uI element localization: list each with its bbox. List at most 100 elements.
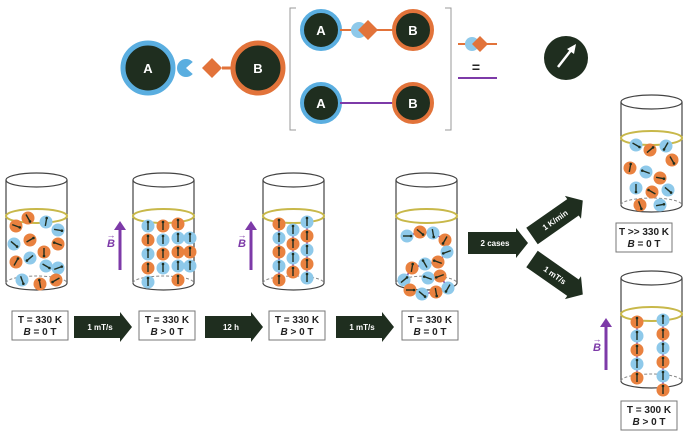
small-particle (9, 255, 23, 269)
caption-temperature: T = 300 K (627, 405, 672, 416)
process-arrow: 1 mT/s (336, 312, 394, 342)
small-particle (405, 261, 419, 275)
field-vector-marker: → (107, 230, 116, 240)
small-particle (630, 357, 644, 371)
small-particle (183, 245, 197, 259)
small-particle (9, 219, 23, 233)
beakers (5, 94, 683, 397)
bond-b-label: B (408, 96, 417, 111)
beaker (395, 172, 458, 301)
small-particle (183, 259, 197, 273)
small-particle (171, 231, 185, 245)
caption-field: B > 0 T (632, 417, 665, 428)
small-particle (300, 215, 314, 229)
small-particle (431, 255, 445, 269)
bound-pair-bond: A B (300, 82, 434, 124)
small-particle (23, 233, 37, 247)
small-particle (286, 237, 300, 251)
small-particle (272, 217, 286, 231)
small-particle (656, 355, 670, 369)
small-particle (286, 251, 300, 265)
small-particle (300, 257, 314, 271)
arrow-label: 2 cases (481, 239, 510, 248)
beaker-caption: T = 330 KB = 0 T (401, 310, 459, 341)
caption-field: B = 0 T (413, 327, 446, 338)
small-particle (300, 271, 314, 285)
receptor-notch (186, 60, 195, 76)
small-particle (39, 259, 53, 273)
field-arrow: →B (593, 318, 612, 370)
legend: A B A B A (120, 7, 588, 131)
beaker (262, 172, 325, 291)
caption-field: B > 0 T (150, 327, 183, 338)
small-particle (272, 231, 286, 245)
small-particle (156, 247, 170, 261)
small-particle (653, 198, 667, 212)
field-label: B (238, 238, 246, 250)
small-particle (645, 185, 659, 199)
small-particle (300, 243, 314, 257)
small-particle (629, 181, 643, 195)
beaker-caption: T = 330 KB > 0 T (268, 310, 326, 341)
caption-temperature: T = 330 K (275, 315, 320, 326)
beaker (620, 270, 683, 397)
small-particle (286, 223, 300, 237)
particle-b-large: B (222, 40, 286, 96)
small-particle (413, 225, 427, 239)
small-particle (661, 183, 675, 197)
magnetic-moment-icon (544, 36, 588, 80)
small-particle (441, 281, 455, 295)
caption-field: B = 0 T (627, 239, 660, 250)
equals-sign: = (472, 59, 480, 75)
small-particle (51, 237, 65, 251)
small-particle (171, 245, 185, 259)
small-particle (440, 245, 454, 259)
small-particle (630, 371, 644, 385)
beaker-caption: T = 330 KB > 0 T (138, 310, 196, 341)
small-particle (37, 245, 51, 259)
beaker (5, 172, 68, 291)
caption-temperature: T = 330 K (408, 315, 453, 326)
field-vector-marker: → (238, 230, 247, 240)
beaker-caption: T >> 330 KB = 0 T (615, 222, 673, 253)
small-particle (630, 329, 644, 343)
field-arrows: →B→B→B (107, 221, 612, 370)
small-particle (421, 271, 435, 285)
process-arrow: 1 mT/s (74, 312, 132, 342)
beaker-caption: T = 330 KB = 0 T (11, 310, 69, 341)
small-particle (623, 161, 637, 175)
particle-b-label: B (253, 61, 262, 76)
small-particle (156, 233, 170, 247)
bond-a-label: A (316, 96, 326, 111)
small-particle (23, 251, 37, 265)
beaker-caption: T = 300 KB > 0 T (620, 400, 678, 431)
bracket-right (445, 7, 452, 131)
particle-a-large: A (120, 40, 195, 96)
process-arrow: 2 cases (468, 228, 528, 258)
small-particle (49, 273, 63, 287)
small-particle (272, 273, 286, 287)
field-vector-marker: → (593, 334, 602, 344)
small-particle (403, 283, 417, 297)
small-particle (171, 259, 185, 273)
small-particle (300, 229, 314, 243)
arrow-label: 12 h (223, 323, 239, 332)
equivalence-legend: = (458, 36, 497, 79)
small-particle (15, 273, 29, 287)
small-particle (633, 198, 647, 212)
small-particle (656, 341, 670, 355)
small-particle (653, 171, 667, 185)
small-particle (426, 226, 440, 240)
arrow-label: 1 mT/s (349, 323, 375, 332)
small-particle (141, 233, 155, 247)
small-particle (656, 383, 670, 397)
small-particle (51, 223, 65, 237)
small-particle (141, 247, 155, 261)
small-particle (21, 211, 35, 225)
bound-pair-ligand: A B (300, 9, 434, 51)
bracket-left (289, 7, 296, 131)
beaker (132, 172, 197, 291)
small-particle (39, 215, 53, 229)
small-particle (630, 343, 644, 357)
